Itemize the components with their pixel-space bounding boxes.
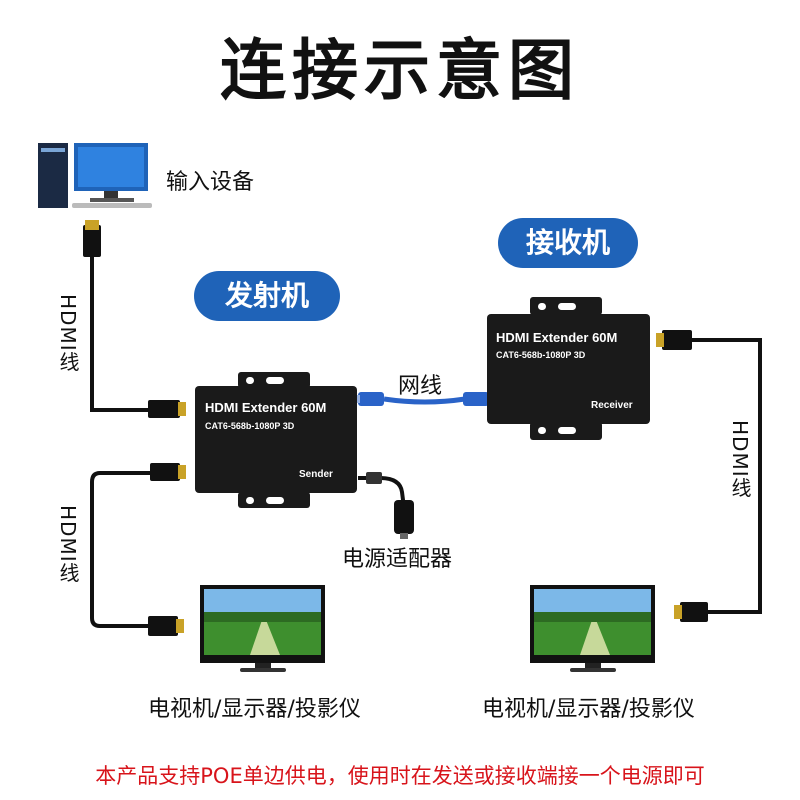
receiver-device: HDMI Extender 60M CAT6-568b-1080P 3D Rec… bbox=[487, 314, 650, 424]
sender-device-spec: CAT6-568b-1080P 3D bbox=[205, 421, 295, 431]
sender-label: 发射机 bbox=[194, 271, 340, 321]
hdmi-cable-input bbox=[90, 255, 150, 412]
sender-device-role: Sender bbox=[299, 469, 333, 480]
hdmi-plug-icon bbox=[150, 463, 186, 481]
hdmi-plug-icon bbox=[148, 616, 184, 636]
receiver-device-spec: CAT6-568b-1080P 3D bbox=[496, 350, 586, 360]
sender-mount-top bbox=[238, 372, 310, 388]
sender-device: HDMI Extender 60M CAT6-568b-1080P 3D Sen… bbox=[195, 386, 357, 493]
hdmi-cable-receiver-display bbox=[690, 338, 762, 614]
receiver-mount-top bbox=[530, 297, 602, 315]
hdmi-plug-icon bbox=[674, 602, 708, 622]
mount-hole bbox=[538, 427, 546, 434]
receiver-device-role: Receiver bbox=[591, 400, 633, 411]
power-adapter-icon bbox=[366, 472, 414, 539]
receiver-label: 接收机 bbox=[498, 218, 638, 268]
hdmi-cable-label-lower: HDMI线 bbox=[56, 505, 80, 584]
footer-note: 本产品支持POE单边供电，使用时在发送或接收端接一个电源即可 bbox=[95, 764, 705, 788]
power-adapter-label: 电源适配器 bbox=[342, 547, 453, 572]
sender-mount-bottom bbox=[238, 492, 310, 508]
mount-hole bbox=[558, 303, 576, 310]
input-device-label: 输入设备 bbox=[166, 170, 255, 195]
hdmi-plug-icon bbox=[83, 220, 101, 257]
network-cable-label: 网线 bbox=[398, 374, 443, 399]
hdmi-cable-label-right: HDMI线 bbox=[728, 420, 752, 499]
display-label-right: 电视机/显示器/投影仪 bbox=[482, 697, 695, 722]
mount-hole bbox=[558, 427, 576, 434]
receiver-device-name: HDMI Extender 60M bbox=[496, 330, 618, 345]
hdmi-plug-icon bbox=[148, 400, 186, 418]
display-icon bbox=[530, 585, 655, 672]
hdmi-cable-sender-display bbox=[90, 471, 152, 628]
mount-hole bbox=[266, 377, 284, 384]
computer-icon bbox=[38, 143, 152, 208]
mount-hole bbox=[266, 497, 284, 504]
mount-hole bbox=[538, 303, 546, 310]
receiver-mount-bottom bbox=[530, 422, 602, 440]
hdmi-plug-icon bbox=[656, 330, 692, 350]
page-title: 连接示意图 bbox=[220, 32, 580, 109]
mount-hole bbox=[246, 497, 254, 504]
sender-device-name: HDMI Extender 60M bbox=[205, 400, 327, 415]
display-label-left: 电视机/显示器/投影仪 bbox=[148, 697, 361, 722]
display-icon bbox=[200, 585, 325, 672]
mount-hole bbox=[246, 377, 254, 384]
hdmi-cable-label-upper: HDMI线 bbox=[56, 294, 80, 373]
